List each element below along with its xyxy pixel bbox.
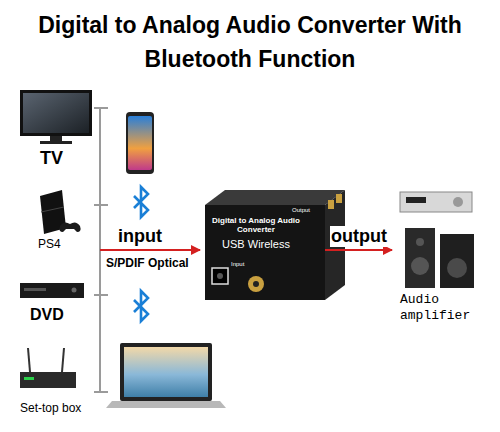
speaker	[440, 234, 474, 288]
converter-front	[205, 205, 325, 300]
phone-screen	[128, 116, 152, 170]
bluetooth-icon	[134, 291, 148, 321]
converter-top	[205, 190, 345, 205]
label: DVD	[30, 306, 64, 324]
antenna	[62, 348, 64, 372]
node-title: Audio amplifier	[400, 292, 482, 324]
dvd-button	[72, 288, 77, 293]
dvd-tray	[24, 288, 46, 291]
label: Set-top box	[20, 401, 81, 415]
receiver-knob	[453, 197, 463, 207]
input-arrow	[100, 249, 200, 251]
optical-port-hole	[217, 273, 223, 279]
phone-body	[126, 112, 154, 174]
bluetooth-icon	[134, 187, 148, 217]
rca-jack	[328, 200, 334, 209]
ps4-controller	[59, 222, 80, 232]
receiver-display	[406, 197, 426, 203]
ps4-groove	[41, 207, 64, 212]
set-top-box	[20, 372, 76, 388]
tv-stand	[40, 141, 72, 144]
antenna	[28, 348, 30, 372]
rca-port	[248, 276, 264, 292]
speaker-cone	[411, 257, 429, 275]
title: Digital to Analog Audio Converter With B…	[30, 8, 470, 76]
label: input	[118, 226, 162, 247]
tv-stand	[50, 136, 62, 141]
bracket-tick	[94, 391, 108, 393]
speaker	[405, 228, 435, 288]
laptop-base	[106, 401, 226, 408]
speaker-tweeter	[416, 238, 424, 246]
bracket-tick	[94, 204, 108, 206]
label: TV	[40, 148, 63, 169]
label: Output	[292, 207, 310, 214]
rca-jack	[336, 194, 342, 203]
receiver	[400, 192, 472, 212]
label: Input	[231, 261, 244, 268]
tv-screen	[23, 93, 89, 133]
amplifier: Audio amplifier	[392, 188, 484, 330]
bracket-tick	[94, 107, 108, 109]
laptop-screen	[124, 347, 208, 397]
label: PS4	[38, 237, 61, 251]
bracket-tick	[94, 294, 108, 296]
node-title: Digital to Analog Audio Converter	[211, 216, 301, 234]
dvd-player	[20, 283, 84, 298]
connector-arrow	[325, 249, 392, 251]
laptop-lid	[120, 343, 212, 401]
status-light	[24, 377, 34, 380]
speaker-cone	[447, 258, 467, 278]
node-text: USB Wireless	[211, 238, 301, 251]
converter-box: Digital to Analog Audio ConverterUSB Wir…	[205, 205, 325, 300]
optical-port	[212, 268, 228, 284]
rca-port-hole	[253, 281, 259, 287]
edge-label: output	[330, 226, 388, 247]
tv-frame	[20, 90, 92, 136]
label: S/PDIF Optical	[106, 256, 189, 270]
